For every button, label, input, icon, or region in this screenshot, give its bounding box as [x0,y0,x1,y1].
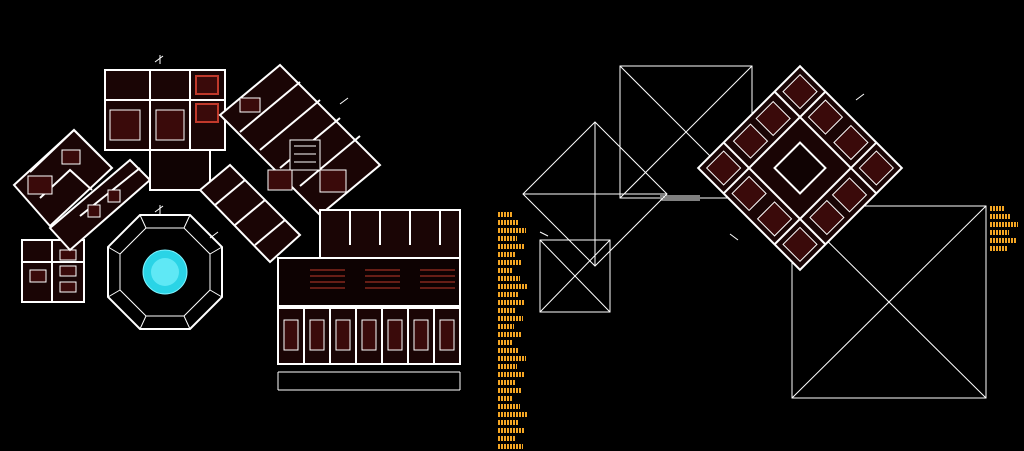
legend-entry [990,230,1009,235]
legend-entry [498,404,520,409]
ground-floor-plan [12,55,461,391]
legend-entry [498,428,525,433]
roof-west-diamond [522,121,668,267]
wing-north-east [218,63,382,217]
legend-entry [498,356,526,361]
legend-entry [498,396,513,401]
roof-plan [522,64,987,399]
legend-entry [990,206,1004,211]
central-block [104,69,226,191]
pool-area [107,214,223,330]
legend-entry [498,276,520,281]
legend-entry [498,380,515,385]
legend-entry [498,372,524,377]
legend-entry [498,332,521,337]
legend-column-middle [498,212,527,451]
legend-entry [498,436,516,441]
legend-entry [498,244,524,249]
legend-entry [498,300,525,305]
legend-entry [498,284,527,289]
legend-entry [498,388,522,393]
legend-entry [990,214,1011,219]
legend-entry [990,222,1018,227]
wing-south-east [198,163,302,264]
legend-entry [498,364,517,369]
legend-entry [498,212,512,217]
legend-entry [498,316,523,321]
legend-entry [498,308,516,313]
legend-entry [498,292,518,297]
wing-west-rooms [21,239,85,303]
roof-south-west [539,231,611,313]
legend-entry [498,236,517,241]
legend-entry [498,268,513,273]
legend-entry [498,220,519,225]
legend-entry [498,420,518,425]
legend-entry [990,246,1007,251]
legend-entry [498,412,527,417]
legend-entry [990,238,1016,243]
north-arrow-icon [154,55,349,239]
wing-north-west [12,128,114,228]
legend-entry [498,324,514,329]
legend-entry [498,260,522,265]
legend-entry [498,348,519,353]
upper-floor-plan [696,64,904,272]
legend-column-right [990,206,1018,253]
corridor-south-west [48,158,152,252]
legend-entry [498,252,515,257]
legend-entry [498,228,526,233]
wing-east-rooms [277,209,461,391]
legend-entry [498,340,512,345]
